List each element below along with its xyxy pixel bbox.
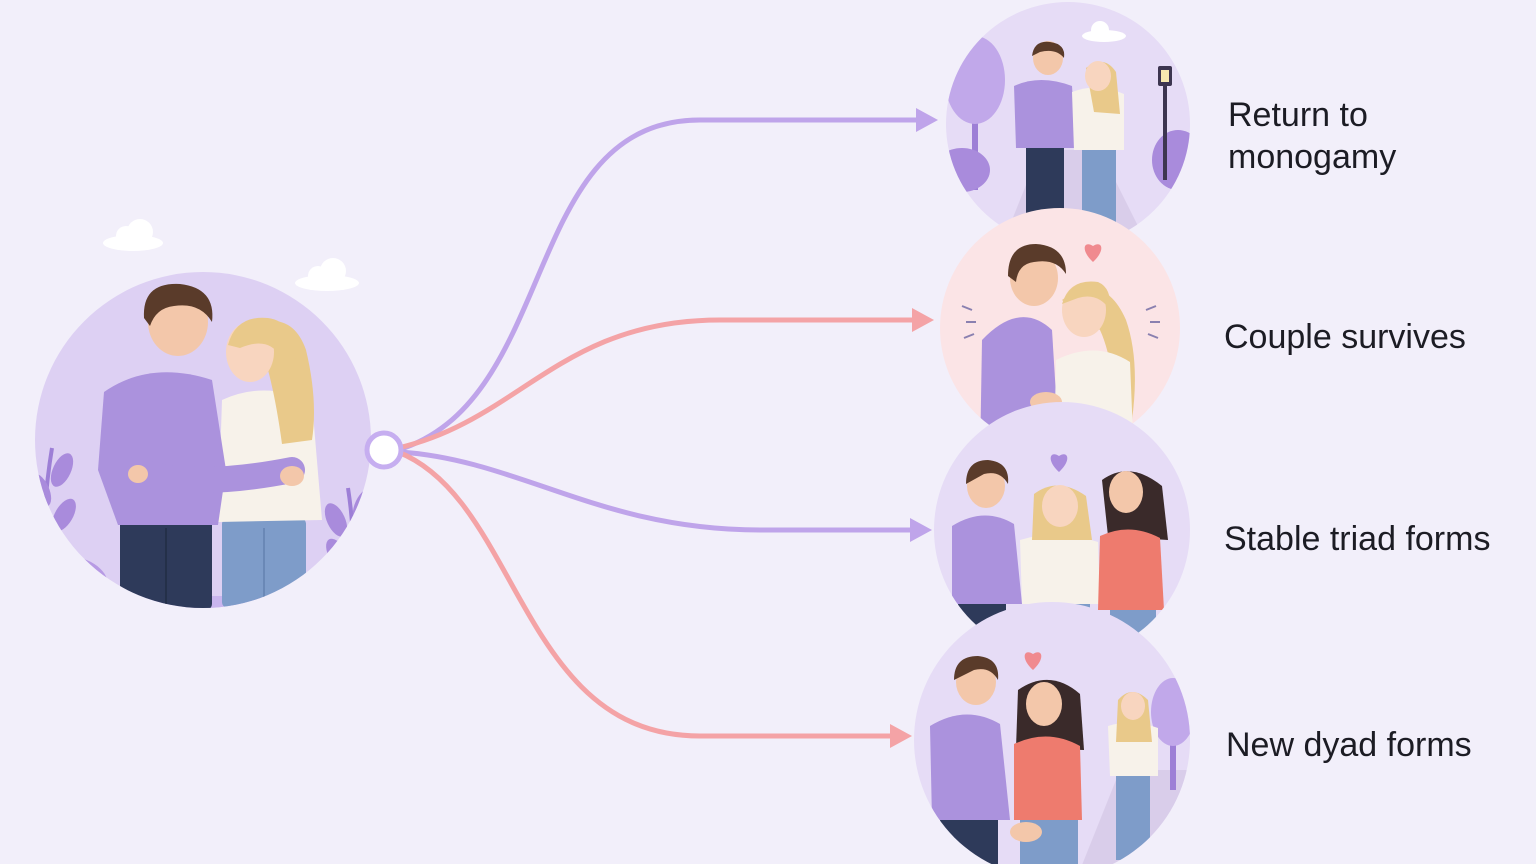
- branch-line-return-to-monogamy: [398, 120, 916, 450]
- branch-line-couple-survives: [398, 320, 912, 448]
- branch-arrow-icon: [910, 518, 932, 542]
- branch-lines: [398, 108, 938, 748]
- cloud-icon: [295, 258, 359, 291]
- outcome-label-return-to-monogamy: Return to monogamy: [1228, 94, 1488, 178]
- branch-line-stable-triad-forms: [400, 452, 910, 530]
- decision-node: [367, 433, 401, 467]
- outcome-label-couple-survives: Couple survives: [1224, 316, 1466, 358]
- branch-arrow-icon: [890, 724, 912, 748]
- branch-arrow-icon: [912, 308, 934, 332]
- cloud-icon: [103, 219, 163, 251]
- branch-arrow-icon: [916, 108, 938, 132]
- outcome-label-new-dyad-forms: New dyad forms: [1226, 724, 1472, 766]
- outcome-label-stable-triad-forms: Stable triad forms: [1224, 518, 1490, 560]
- branch-line-new-dyad-forms: [398, 452, 890, 736]
- outcome-illustration-new-dyad-forms: [914, 602, 1200, 864]
- start-couple-illustration: [12, 219, 400, 616]
